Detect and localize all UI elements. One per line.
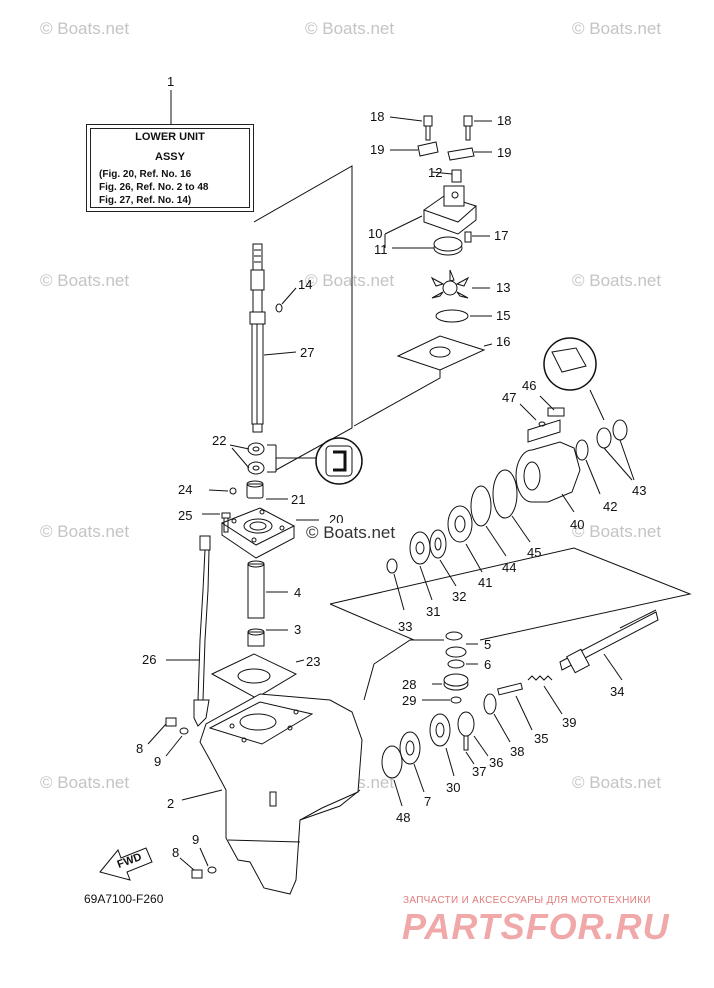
callout-23: 23 — [306, 654, 321, 669]
callout-15: 15 — [496, 308, 511, 323]
lower-casing — [199, 693, 363, 895]
callout-28: 28 — [402, 677, 417, 692]
circlip — [275, 303, 283, 313]
callout-30: 30 — [446, 780, 461, 795]
drive-shaft — [249, 243, 266, 433]
watermark: © Boats.net — [572, 271, 662, 290]
ref-line: Fig. 26, Ref. No. 2 to 48 — [99, 182, 209, 193]
callout-9: 9 — [192, 832, 200, 847]
callout-31: 31 — [426, 604, 441, 619]
watermark: © Boats.net — [306, 523, 396, 543]
callout-39: 39 — [562, 715, 577, 730]
fwd-arrow-icon — [99, 847, 153, 881]
callout-10: 10 — [368, 226, 383, 241]
impeller — [430, 269, 470, 299]
callout-7: 7 — [424, 794, 432, 809]
callout-47: 47 — [502, 390, 517, 405]
callout-3: 3 — [294, 622, 302, 637]
grease-icon — [543, 337, 597, 391]
callout-16: 16 — [496, 334, 511, 349]
callout-18: 18 — [497, 113, 512, 128]
callout-11: 11 — [374, 242, 388, 257]
callout-25: 25 — [178, 508, 193, 523]
callout-36: 36 — [489, 755, 504, 770]
callout-14: 14 — [298, 277, 313, 292]
callout-41: 41 — [478, 575, 493, 590]
callout-26: 26 — [142, 652, 157, 667]
brand-logo: PARTSFOR.RU — [402, 906, 670, 947]
callout-43: 43 — [632, 483, 647, 498]
callout-45: 45 — [527, 545, 542, 560]
callout-5: 5 — [484, 637, 492, 652]
oil-seal-housing — [220, 507, 296, 559]
watermark: © Boats.net — [40, 271, 130, 290]
callout-38: 38 — [510, 744, 525, 759]
callout-17: 17 — [494, 228, 509, 243]
watermark: © Boats.net — [572, 522, 662, 541]
title-line-1: LOWER UNIT — [135, 131, 205, 143]
watermark: © Boats.net — [40, 773, 130, 792]
callout-27: 27 — [300, 345, 315, 360]
callout-34: 34 — [610, 684, 625, 699]
gasket — [210, 653, 298, 699]
callout-42: 42 — [603, 499, 618, 514]
callout-6: 6 — [484, 657, 492, 672]
watermark: © Boats.net — [40, 19, 130, 38]
callout-2: 2 — [167, 796, 175, 811]
callout-19: 19 — [497, 145, 512, 160]
callout-35: 35 — [534, 731, 549, 746]
callout-46: 46 — [522, 378, 537, 393]
watermark: © Boats.net — [40, 522, 130, 541]
figure-code: 69A7100-F260 — [84, 892, 164, 906]
title-line-2: ASSY — [155, 151, 185, 163]
callout-9: 9 — [154, 754, 162, 769]
callout-18: 18 — [370, 109, 385, 124]
callout-21: 21 — [291, 492, 306, 507]
callout-19: 19 — [370, 142, 385, 157]
watermark: © Boats.net — [572, 19, 662, 38]
shift-rod — [193, 535, 211, 727]
callout-33: 33 — [398, 619, 413, 634]
outer-plate — [396, 335, 486, 371]
grease-icon — [315, 437, 363, 485]
plate — [417, 141, 439, 157]
callout-8: 8 — [136, 741, 144, 756]
callout-32: 32 — [452, 589, 467, 604]
ref-line: Fig. 27, Ref. No. 14) — [99, 195, 192, 206]
callout-48: 48 — [396, 810, 411, 825]
forward-gear — [409, 531, 431, 565]
callout-37: 37 — [472, 764, 487, 779]
callout-8: 8 — [172, 845, 180, 860]
callout-40: 40 — [570, 517, 585, 532]
callout-13: 13 — [496, 280, 511, 295]
callout-12: 12 — [428, 165, 443, 180]
ref-line: (Fig. 20, Ref. No. 16 — [99, 169, 192, 180]
brand-tagline: ЗАПЧАСТИ И АКСЕССУАРЫ ДЛЯ МОТОТЕХНИКИ — [403, 895, 651, 906]
callout-44: 44 — [502, 560, 517, 575]
callout-22: 22 — [212, 433, 227, 448]
plate — [447, 147, 475, 161]
callout-24: 24 — [178, 482, 193, 497]
callout-1: 1 — [167, 74, 175, 89]
watermark: © Boats.net — [305, 19, 395, 38]
propeller-shaft — [559, 609, 659, 674]
callout-29: 29 — [402, 693, 417, 708]
watermark: © Boats.net — [572, 773, 662, 792]
water-pump-housing — [422, 185, 477, 235]
watermark: © Boats.net — [305, 271, 395, 290]
title-box: LOWER UNIT ASSY (Fig. 20, Ref. No. 16 Fi… — [86, 124, 254, 212]
callout-4: 4 — [294, 585, 302, 600]
propeller-shaft-housing — [515, 441, 581, 503]
